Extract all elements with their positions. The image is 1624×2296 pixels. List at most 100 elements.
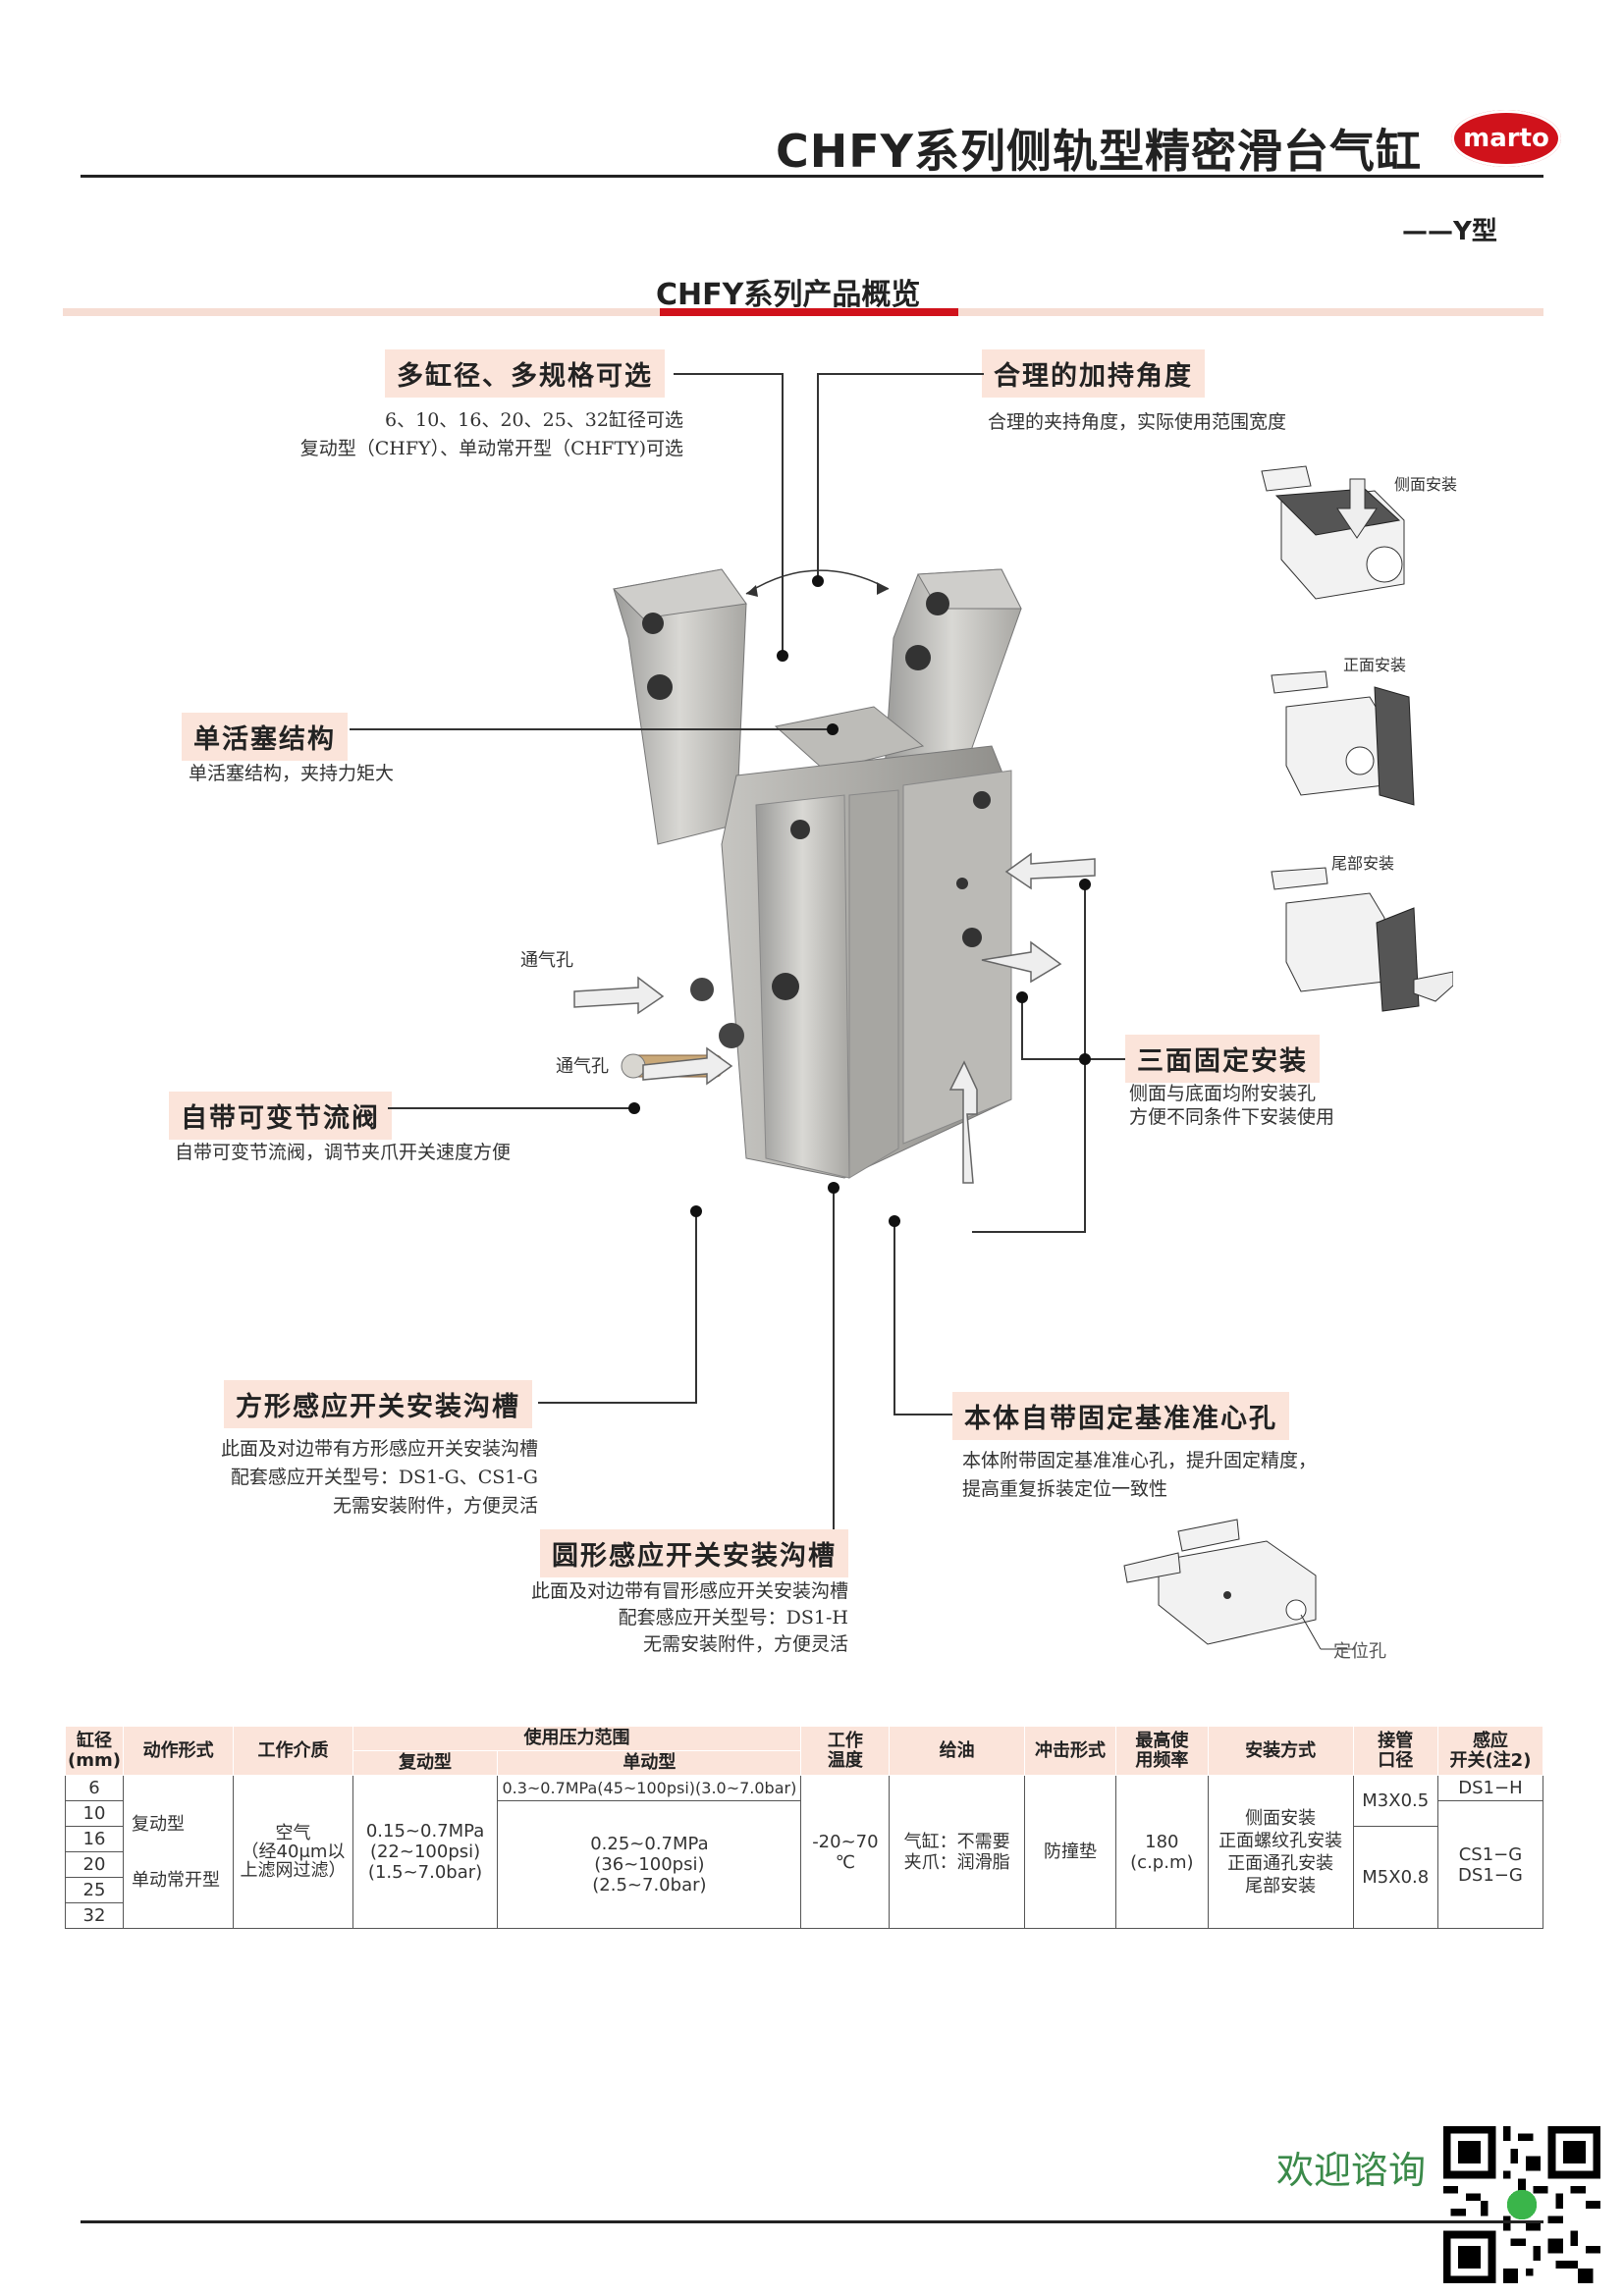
temp-value: -20~70: [812, 1831, 879, 1852]
feature-round-groove-desc: 此面及对边带有冒形感应开关安装沟槽 配套感应开关型号：DS1-H 无需安装附件，…: [432, 1578, 848, 1658]
medium-value: （经40μm以: [241, 1842, 346, 1862]
feature-round-groove-title: 圆形感应开关安装沟槽: [540, 1529, 848, 1577]
air-port-label: 通气孔: [520, 950, 573, 971]
bore-cell: 20: [65, 1851, 124, 1878]
feature-mount-line: 方便不同条件下安装使用: [1129, 1106, 1335, 1128]
feature-datum-hole-desc: 本体附带固定基准准心孔，提升固定精度， 提高重复拆装定位一致性: [962, 1447, 1317, 1504]
pressure-single-6-cell: 0.3~0.7MPa(45~100psi)(3.0~7.0bar): [497, 1775, 802, 1801]
leader-line: [893, 1414, 954, 1415]
leader-line: [538, 1402, 697, 1404]
section-title-underline: [660, 308, 958, 316]
feature-square-groove-line: 此面及对边带有方形感应开关安装沟槽: [220, 1438, 538, 1460]
feature-square-groove-line: 配套感应开关型号：DS1-G、CS1-G: [230, 1467, 538, 1488]
table-row: 10 0.25~0.7MPa (36~100psi) (2.5~7.0bar) …: [65, 1800, 1544, 1929]
gripper-illustration: [612, 568, 1022, 1179]
feature-mount-line: 侧面与底面均附安装孔: [1129, 1083, 1317, 1104]
feature-square-groove-title: 方形感应开关安装沟槽: [224, 1380, 532, 1428]
rear-mount-diagram: [1271, 867, 1453, 1012]
feature-datum-hole-line: 提高重复拆装定位一致性: [962, 1478, 1168, 1500]
feature-valve-desc: 自带可变节流阀，调节夹爪开关速度方便: [175, 1139, 511, 1167]
leader-dot: [628, 1102, 640, 1114]
medium-cell: 空气 （经40μm以 上滤网过滤）: [233, 1775, 353, 1929]
leader-line: [893, 1223, 895, 1415]
medium-value: 空气: [275, 1823, 311, 1843]
col-header-port: 接管 口径: [1352, 1726, 1438, 1776]
air-port-label: 通气孔: [556, 1056, 609, 1077]
col-header-freq: 最高使 用频率: [1115, 1726, 1209, 1776]
leader-line: [817, 373, 819, 579]
pressure-single-rest-cell: 0.25~0.7MPa (36~100psi) (2.5~7.0bar): [497, 1800, 802, 1929]
leader-dot: [1079, 1053, 1091, 1065]
leader-dot: [777, 650, 788, 662]
leader-line: [833, 1188, 835, 1559]
temp-cell: -20~70 ℃: [800, 1775, 891, 1929]
col-header-medium: 工作介质: [233, 1726, 353, 1776]
sensor-small-cell: DS1−H: [1436, 1775, 1544, 1801]
col-header-bore: 缸径 (mm): [65, 1726, 124, 1776]
feature-mount-title: 三面固定安装: [1125, 1035, 1320, 1083]
feature-multi-bore-desc: 6、10、16、20、25、32缸径可选 复动型（CHFY）、单动常开型（CHF…: [255, 406, 683, 463]
mounting-cell: 侧面安装 正面螺纹孔安装 正面通孔安装 尾部安装: [1207, 1775, 1354, 1929]
table-row: 32: [65, 1902, 1543, 1929]
leader-line: [350, 728, 831, 730]
leader-line: [1021, 1058, 1125, 1060]
table-row: 6 复动型 单动常开型 空气 （经40μm以 上滤网过滤） 0.15~0.7MP…: [65, 1775, 1544, 1929]
col-header-action: 动作形式: [122, 1726, 235, 1776]
front-mount-diagram: [1271, 670, 1415, 806]
welcome-text: 欢迎谘询: [1276, 2149, 1427, 2192]
col-header-cushion: 冲击形式: [1023, 1726, 1117, 1776]
table-row: 25: [65, 1877, 1543, 1903]
leader-line: [695, 1209, 697, 1404]
col-header-temp: 工作 温度: [800, 1726, 891, 1776]
feature-angle-line: 合理的夹持角度，实际使用范围宽度: [988, 411, 1287, 433]
leader-dot: [690, 1205, 702, 1217]
port-large-cell: M5X0.8: [1352, 1826, 1438, 1929]
feature-angle-desc: 合理的夹持角度，实际使用范围宽度: [988, 408, 1286, 437]
side-mount-diagram: [1261, 465, 1405, 600]
temp-value: ℃: [835, 1851, 855, 1873]
locating-hole-diagram: [1123, 1519, 1355, 1650]
feature-angle-title: 合理的加持角度: [982, 349, 1205, 398]
pressure-double-value: (22~100psi): [369, 1842, 481, 1862]
bore-cell: 32: [65, 1902, 124, 1929]
cushion-cell: 防撞垫: [1023, 1775, 1117, 1929]
freq-value: 180: [1145, 1831, 1179, 1852]
sensor-value: DS1−G: [1458, 1864, 1523, 1886]
port-small-cell: M3X0.5: [1352, 1775, 1438, 1827]
medium-value: 上滤网过滤）: [240, 1860, 347, 1881]
pressure-single-value: (2.5~7.0bar): [592, 1875, 707, 1896]
section-title: CHFY系列产品概览: [656, 278, 921, 312]
footer-divider: [81, 2220, 1543, 2223]
feature-round-groove-line: 此面及对边带有冒形感应开关安装沟槽: [530, 1580, 848, 1602]
mounting-value: 正面螺纹孔安装: [1218, 1830, 1343, 1851]
feature-round-groove-line: 无需安装附件，方便灵活: [642, 1633, 848, 1655]
feature-square-groove-line: 无需安装附件，方便灵活: [332, 1495, 538, 1517]
leader-dot: [1016, 991, 1028, 1003]
leader-line: [817, 373, 984, 375]
freq-value: (c.p.m): [1130, 1851, 1194, 1873]
action-value: 复动型: [131, 1813, 185, 1835]
lube-value: 气缸：不需要: [903, 1831, 1010, 1852]
feature-multi-bore-line: 6、10、16、20、25、32缸径可选: [385, 409, 683, 431]
feature-piston-desc: 单活塞结构，夹持力矩大: [189, 760, 394, 788]
table-row: 20: [65, 1851, 1543, 1878]
feature-round-groove-line: 配套感应开关型号：DS1-H: [618, 1607, 848, 1629]
locating-hole-label: 定位孔: [1333, 1641, 1386, 1662]
col-header-pressure: 使用压力范围: [352, 1726, 802, 1751]
pressure-single-value: (36~100psi): [594, 1854, 705, 1875]
feature-mount-desc: 侧面与底面均附安装孔 方便不同条件下安装使用: [1129, 1082, 1334, 1129]
leader-line: [1021, 996, 1023, 1059]
feature-datum-hole-title: 本体自带固定基准准心孔: [952, 1392, 1289, 1440]
pressure-double-cell: 0.15~0.7MPa (22~100psi) (1.5~7.0bar): [352, 1775, 499, 1929]
sensor-value: CS1−G: [1458, 1843, 1523, 1865]
leader-dot: [1079, 879, 1091, 890]
leader-line: [388, 1107, 633, 1109]
leader-dot: [889, 1215, 900, 1227]
sensor-large-cell: CS1−G DS1−G: [1436, 1800, 1544, 1929]
pressure-double-value: (1.5~7.0bar): [367, 1862, 483, 1883]
qr-code: [1443, 2126, 1600, 2283]
col-header-sensor: 感应 开关(注2): [1436, 1726, 1544, 1776]
freq-cell: 180 (c.p.m): [1115, 1775, 1209, 1929]
brand-logo: marto: [1451, 110, 1561, 167]
feature-datum-hole-line: 本体附带固定基准准心孔，提升固定精度，: [962, 1450, 1318, 1471]
